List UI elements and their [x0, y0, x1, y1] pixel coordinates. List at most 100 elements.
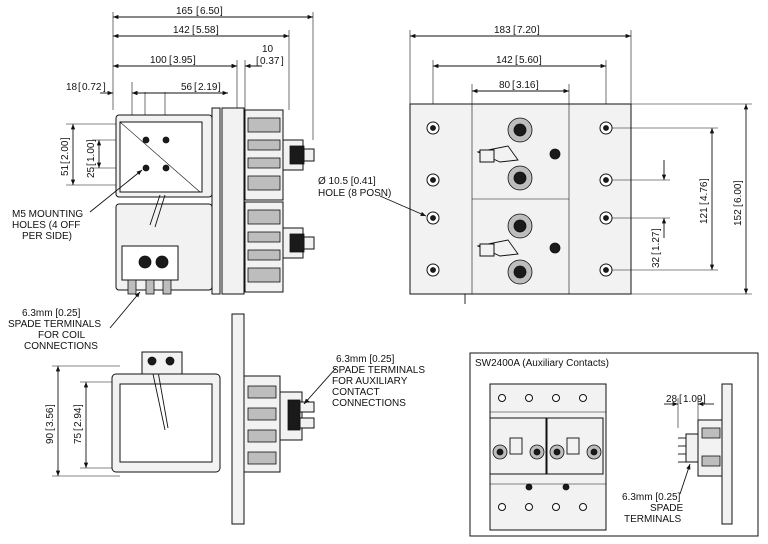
svg-text:3.56: 3.56 — [45, 407, 56, 427]
svg-text:]: ] — [536, 80, 539, 91]
svg-text:]: ] — [73, 404, 84, 407]
svg-text:2.19: 2.19 — [198, 82, 218, 93]
svg-text:CONNECTIONS: CONNECTIONS — [24, 341, 98, 352]
svg-text:]: ] — [45, 404, 56, 407]
svg-text:HOLE (8 POSN): HOLE (8 POSN) — [318, 188, 391, 199]
svg-text:75: 75 — [73, 432, 84, 444]
svg-text:]: ] — [651, 228, 662, 231]
svg-text:[: [ — [515, 55, 518, 66]
svg-text:[: [ — [86, 163, 97, 166]
dim-56: 56 [ 2.19 ] — [181, 82, 221, 93]
svg-text:6.3mm [0.25]: 6.3mm [0.25] — [622, 492, 681, 503]
svg-text:[: [ — [169, 55, 172, 66]
svg-text:3.95: 3.95 — [173, 55, 193, 66]
svg-text:[: [ — [733, 204, 744, 207]
svg-text:SPADE TERMINALS: SPADE TERMINALS — [332, 365, 425, 376]
svg-text:0.37: 0.37 — [260, 56, 280, 67]
svg-text:]: ] — [218, 82, 221, 93]
svg-text:HOLES (4 OFF: HOLES (4 OFF — [12, 220, 80, 231]
svg-text:]: ] — [281, 56, 284, 67]
svg-text:]: ] — [103, 82, 106, 93]
side-view: 183 [ 7.20 ] 142 [ 5.60 ] 80 [ 3.16 ] — [318, 25, 752, 304]
dim-142: 142 [ 5.58 ] — [173, 25, 219, 36]
svg-text:6.00: 6.00 — [733, 183, 744, 203]
svg-text:28: 28 — [666, 394, 678, 405]
svg-text:0.72: 0.72 — [82, 82, 102, 93]
svg-text:183: 183 — [494, 25, 511, 36]
svg-text:SPADE: SPADE — [650, 503, 683, 514]
svg-text:6.3mm [0.25]: 6.3mm [0.25] — [336, 354, 395, 365]
svg-text:3.16: 3.16 — [516, 80, 536, 91]
lower-coil — [115, 194, 213, 295]
bottom-mounting-plate — [231, 313, 245, 525]
svg-text:[: [ — [513, 25, 516, 36]
svg-text:142: 142 — [173, 25, 190, 36]
svg-text:6.3mm [0.25]: 6.3mm [0.25] — [22, 308, 81, 319]
aux-terminals-label: 6.3mm [0.25] SPADE TERMINALS FOR AUXILIA… — [332, 354, 425, 409]
upper-contact-stack — [244, 109, 315, 201]
svg-text:[: [ — [192, 25, 195, 36]
dim-121: 121 [ 4.76 ] — [699, 178, 710, 224]
bottom-view: 90 [ 3.56 ] 75 [ 2.94 ] 6.3mm [0.25] S — [45, 313, 425, 525]
mounting-holes — [426, 121, 613, 277]
svg-text:[: [ — [699, 202, 710, 205]
svg-text:10: 10 — [262, 44, 274, 55]
dim-152: 152 [ 6.00 ] — [733, 180, 744, 226]
dim-25: 25 [ 1.00 ] — [86, 139, 97, 178]
svg-text:2.00: 2.00 — [60, 140, 71, 160]
svg-text:CONTACT: CONTACT — [332, 387, 380, 398]
dim-18: 18 [ 0.72 ] — [66, 82, 106, 93]
svg-text:80: 80 — [499, 80, 511, 91]
svg-text:5.60: 5.60 — [519, 55, 539, 66]
lower-contact-stack — [244, 201, 315, 293]
svg-text:]: ] — [60, 137, 71, 140]
mounting-holes-label: M5 MOUNTING HOLES (4 OFF PER SIDE) — [12, 209, 83, 242]
svg-text:]: ] — [220, 6, 223, 17]
svg-text:PER SIDE): PER SIDE) — [22, 231, 72, 242]
dim-183: 183 [ 7.20 ] — [494, 25, 540, 36]
svg-text:7.20: 7.20 — [517, 25, 537, 36]
svg-text:[: [ — [78, 82, 81, 93]
svg-text:[: [ — [194, 82, 197, 93]
svg-text:6.50: 6.50 — [200, 6, 220, 17]
svg-text:51: 51 — [60, 164, 71, 176]
svg-text:5.58: 5.58 — [196, 25, 216, 36]
dim-80: 80 [ 3.16 ] — [499, 80, 539, 91]
svg-text:1.00: 1.00 — [86, 142, 97, 162]
svg-text:TERMINALS: TERMINALS — [624, 514, 682, 525]
svg-text:Ø 10.5 [0.41]: Ø 10.5 [0.41] — [318, 176, 376, 187]
dim-28: 28 [ 1.09 ] — [666, 394, 706, 405]
dim-142-side: 142 [ 5.60 ] — [496, 55, 542, 66]
svg-text:[: [ — [196, 6, 199, 17]
svg-text:[: [ — [60, 161, 71, 164]
svg-text:]: ] — [699, 178, 710, 181]
svg-text:CONNECTIONS: CONNECTIONS — [332, 398, 406, 409]
hole-label: Ø 10.5 [0.41] HOLE (8 POSN) — [318, 176, 391, 199]
svg-text:25: 25 — [86, 166, 97, 178]
dim-90: 90 [ 3.56 ] — [45, 404, 56, 444]
svg-text:121: 121 — [699, 207, 710, 224]
svg-text:M5 MOUNTING: M5 MOUNTING — [12, 209, 83, 220]
svg-text:[: [ — [45, 428, 56, 431]
svg-text:165: 165 — [176, 6, 193, 17]
dim-165: 165 [ 6.50 ] — [176, 6, 223, 17]
coil-terminals-label: 6.3mm [0.25] SPADE TERMINALS FOR COIL CO… — [8, 308, 101, 352]
svg-text:100: 100 — [150, 55, 167, 66]
svg-text:]: ] — [703, 394, 706, 405]
svg-text:SPADE TERMINALS: SPADE TERMINALS — [8, 319, 101, 330]
inset-holes — [498, 394, 587, 511]
dim-32: 32 [ 1.27 ] — [651, 228, 662, 268]
svg-text:2.94: 2.94 — [73, 407, 84, 427]
svg-text:4.76: 4.76 — [699, 181, 710, 201]
svg-text:90: 90 — [45, 432, 56, 444]
svg-text:142: 142 — [496, 55, 513, 66]
upper-coil — [115, 114, 213, 198]
svg-text:]: ] — [537, 25, 540, 36]
svg-text:[: [ — [256, 56, 259, 67]
svg-text:1.09: 1.09 — [683, 394, 703, 405]
inset-aux-contacts: SW2400A (Auxiliary Contacts) — [469, 352, 759, 537]
front-view: 165 [ 6.50 ] 142 [ 5.58 ] 100 [ 3.95 ] 1… — [8, 6, 315, 352]
svg-text:[: [ — [679, 394, 682, 405]
front-mounting-flange — [211, 107, 221, 295]
svg-text:]: ] — [193, 55, 196, 66]
